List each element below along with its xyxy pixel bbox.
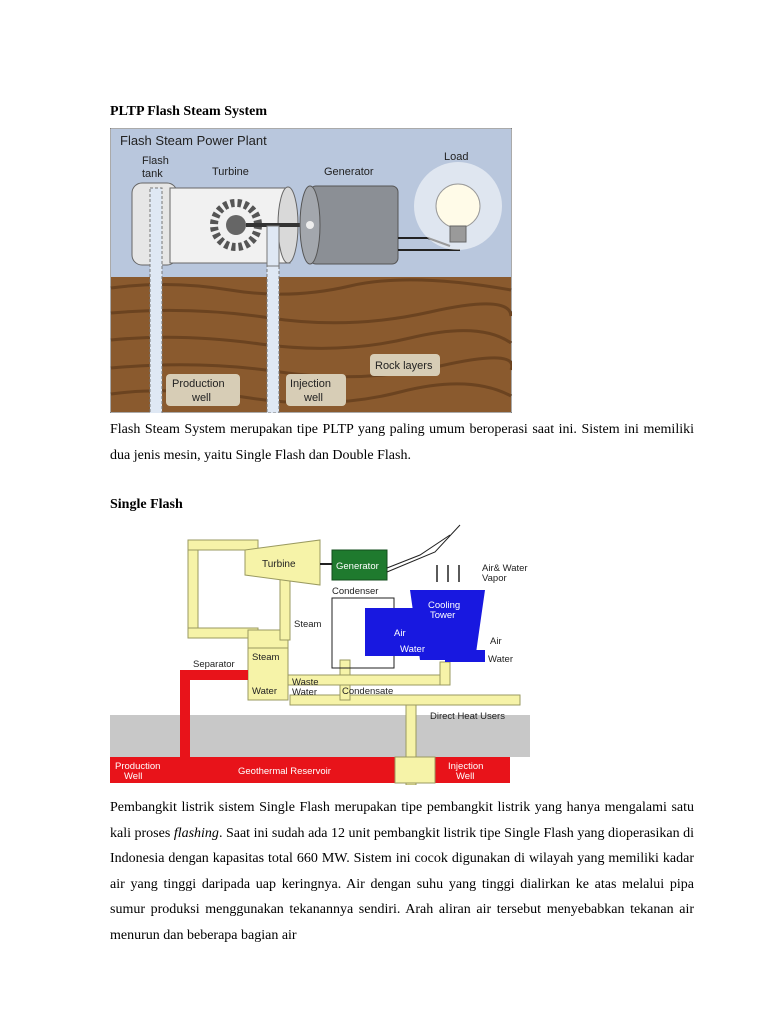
injection-well-label-line1: Injection	[290, 378, 331, 390]
injection-well-pipe	[266, 262, 280, 414]
cooling-tower-label-line2: Tower	[430, 610, 455, 621]
production-well-pipe	[149, 187, 163, 419]
injection-well-label-line2: Well	[456, 771, 474, 782]
paragraph-single-flash: Pembangkit listrik sistem Single Flash m…	[110, 795, 694, 949]
rock-layers-label: Rock layers	[375, 360, 433, 372]
production-well-label-line2: well	[191, 392, 211, 404]
water-outer-label: Water	[488, 654, 513, 665]
separator-steam-label: Steam	[252, 652, 280, 663]
cooling-tower	[410, 590, 485, 660]
paragraph2-emphasis-flashing: flashing	[173, 825, 219, 841]
direct-heat-users-label: Direct Heat Users	[430, 711, 505, 722]
load-label: Load	[444, 151, 468, 163]
separator-water-label: Water	[252, 686, 277, 697]
paragraph-flash-steam-intro: Flash Steam System merupakan tipe PLTP y…	[110, 422, 694, 463]
section-heading-pltp-flash-steam: PLTP Flash Steam System	[110, 104, 267, 119]
air-water-vapor-label-line2: Vapor	[482, 573, 507, 584]
generator-label: Generator	[324, 166, 374, 178]
rock-layers-label-bg	[370, 354, 440, 376]
paragraph2-text-before: Pembangkit listrik sistem Single Flash m…	[110, 800, 694, 841]
turbine-label: Turbine	[212, 166, 249, 178]
water-inner-label: Water	[400, 644, 425, 655]
production-well-label-line2: Well	[124, 771, 142, 782]
condenser-label: Condenser	[332, 586, 378, 597]
production-well-pipe	[180, 670, 190, 770]
waste-water-label-line1: Waste	[292, 677, 319, 688]
section-heading-single-flash: Single Flash	[110, 497, 183, 512]
production-well-label-line1: Production	[115, 761, 160, 772]
generator-body	[309, 185, 399, 265]
turbine-label: Turbine	[262, 559, 296, 570]
geothermal-reservoir-label: Geothermal Reservoir	[238, 766, 331, 777]
separator-label: Separator	[193, 659, 235, 670]
generator-label: Generator	[336, 561, 379, 572]
production-well-label-bg	[166, 374, 240, 406]
injection-well-label-line2: well	[303, 392, 323, 404]
cooling-tower-label-line1: Cooling	[428, 600, 460, 611]
generator-unit	[331, 549, 388, 581]
flash-steam-power-plant-figure: Flash Steam Power Plant Flash tank Turbi…	[109, 127, 514, 419]
flash-tank-label-line1: Flash	[142, 155, 169, 167]
production-well-label-line1: Production	[172, 378, 225, 390]
light-bulb-icon	[414, 162, 502, 250]
steam-pipe-label: Steam	[294, 619, 322, 630]
air-water-vapor-label-line1: Air& Water	[482, 563, 528, 574]
air-outer-label: Air	[490, 636, 502, 647]
air-inner-label: Air	[394, 628, 406, 639]
turbine-unit	[244, 539, 321, 586]
injection-well-label-line1: Injection	[448, 761, 483, 772]
waste-water-label-line2: Water	[292, 687, 317, 698]
separator-unit	[247, 647, 289, 701]
injection-well-label-bg	[286, 374, 346, 406]
geothermal-reservoir	[110, 757, 510, 783]
vapor-arrows	[436, 565, 460, 582]
pipe-network	[187, 539, 521, 786]
single-flash-diagram: Turbine Generator Air& Water Vapor Conde…	[110, 520, 530, 786]
flash-steam-diagram: Flash Steam Power Plant Flash tank Turbi…	[109, 127, 514, 419]
condensate-label: Condensate	[342, 686, 393, 697]
paragraph2-text-after: . Saat ini sudah ada 12 unit pembangkit …	[110, 825, 695, 943]
single-flash-figure: Turbine Generator Air& Water Vapor Conde…	[110, 520, 530, 786]
flash-tank-label-line2: tank	[142, 168, 163, 180]
figure1-title: Flash Steam Power Plant	[120, 133, 267, 148]
